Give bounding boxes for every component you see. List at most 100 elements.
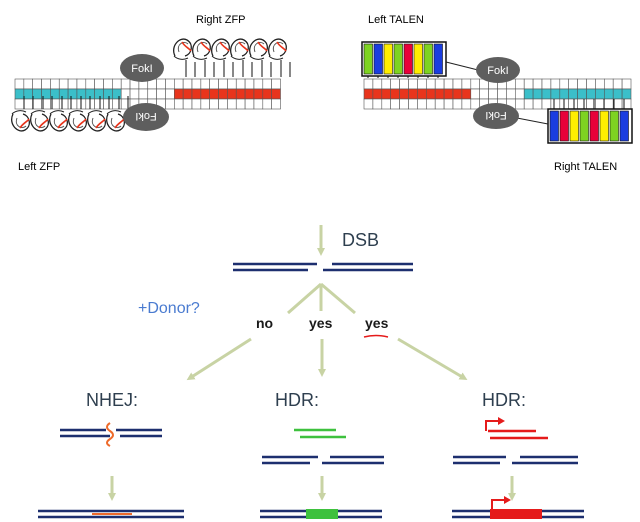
zfp-dna-cell — [191, 98, 202, 110]
talen-dna-cell — [497, 88, 507, 100]
zfp-dna-cell — [235, 88, 246, 100]
zfp-dna-cell — [244, 78, 255, 90]
talen-dna-cell — [390, 98, 400, 110]
zfp-fokl-top — [120, 54, 164, 82]
talen-dna-cell — [425, 88, 436, 100]
dsb-label: DSB — [342, 230, 379, 250]
talen-dna-cell — [425, 98, 436, 110]
talen-dna-cell — [390, 78, 400, 90]
dsb-broken-dna — [233, 262, 413, 272]
talen-dna-cell — [603, 88, 614, 100]
zfp-dna-cell — [227, 88, 237, 100]
zfp-dna-cell — [271, 88, 281, 100]
talen-dna-cell — [523, 78, 534, 90]
branch-no-label: no — [256, 315, 273, 331]
talen-dna-cell — [532, 78, 543, 90]
zfp-dna-cell — [200, 78, 211, 90]
talen-dna-cell — [443, 88, 454, 100]
hdr2-label: HDR: — [482, 390, 526, 410]
talen-dna-cell — [461, 98, 472, 110]
donor-question: +Donor? — [138, 300, 200, 317]
talen-fokl-top-label: FokI — [487, 65, 508, 77]
hdr1-label: HDR: — [275, 390, 319, 410]
talen-dna-cell — [514, 88, 525, 100]
talen-repeat — [373, 43, 383, 75]
zfp-dna-cell — [94, 98, 104, 110]
zfp-dna-cell — [94, 78, 104, 90]
zfp-dna-cell — [14, 78, 25, 90]
zfp-dna-cell — [271, 78, 281, 90]
green-insert — [306, 509, 338, 519]
zinc-finger — [68, 110, 87, 132]
zfp-fokl-bottom — [123, 103, 169, 131]
talen-dna-cell — [363, 78, 374, 90]
zfp-dna-cell — [103, 88, 113, 100]
talen-repeat — [363, 43, 373, 75]
talen-dna-cell — [425, 78, 436, 90]
zfp-dna-cell — [174, 78, 184, 90]
talen-dna-cell — [577, 78, 587, 90]
talen-repeat — [559, 110, 569, 142]
talen-dna-cell — [550, 88, 561, 100]
zfp-dna-cell — [103, 98, 113, 110]
talen-dna-cell — [577, 98, 587, 110]
talen-dna-cell — [488, 88, 498, 100]
zfp-dna-cell — [165, 98, 175, 110]
zfp-dna-cell — [218, 78, 228, 90]
talen-dna-cell — [541, 88, 552, 100]
zfp-dna-cell — [253, 88, 264, 100]
talen-dna-cell — [399, 78, 409, 90]
talen-dna-cell — [550, 78, 561, 90]
branch-no-line — [287, 282, 322, 315]
yes2-underline — [363, 334, 389, 338]
left-talen-linker — [445, 61, 479, 71]
talen-dna-cell — [452, 88, 463, 100]
zinc-finger — [211, 38, 230, 60]
talen-dna-cell — [595, 78, 605, 90]
talen-dna-cell — [541, 98, 552, 110]
nhej-outcome — [38, 422, 184, 519]
talen-dna-cell — [408, 78, 418, 90]
zfp-dna-cell — [182, 78, 193, 90]
zfp-dna-cell — [235, 78, 246, 90]
zinc-finger — [192, 38, 211, 60]
talen-dna-cell — [417, 78, 427, 90]
zfp-dna-cell — [120, 88, 131, 100]
right-talen-label: Right TALEN — [554, 161, 617, 173]
zfp-dna-cell — [67, 78, 78, 90]
talen-panel: FokI FokI Left TALEN Right TALEN — [361, 14, 633, 173]
zfp-dna-cell — [32, 88, 42, 100]
zinc-finger — [249, 38, 268, 60]
nhej-label: NHEJ: — [86, 390, 138, 410]
zfp-dna-cell — [67, 88, 78, 100]
talen-dna-cell — [434, 98, 445, 110]
talen-repeat — [579, 110, 589, 142]
talen-dna-cell — [372, 78, 383, 90]
zfp-dna-cell — [262, 98, 272, 110]
branch-yes2-label: yes — [365, 315, 389, 331]
red-insert — [490, 509, 542, 519]
talen-dna-cell — [595, 88, 605, 100]
zfp-dna-cell — [129, 88, 140, 100]
talen-dna-cell — [452, 78, 463, 90]
zfp-dna-cell — [23, 78, 34, 90]
zfp-dna-cell — [112, 98, 122, 110]
zinc-finger — [87, 110, 106, 132]
right-zfp-fingers — [173, 38, 291, 77]
zfp-dna-cell — [58, 88, 69, 100]
zfp-dna-cell — [23, 98, 34, 110]
talen-repeat — [423, 43, 433, 75]
arrow-to-nhej — [186, 337, 252, 381]
zfp-dna-cell — [209, 88, 219, 100]
talen-dna-cell — [381, 78, 391, 90]
talen-dna-cell — [417, 88, 427, 100]
talen-dna-cell — [417, 98, 427, 110]
zfp-dna-cell — [103, 78, 113, 90]
talen-dna-cell — [523, 88, 534, 100]
nhej-wavy-break — [106, 422, 114, 447]
talen-dna-cell — [434, 88, 445, 100]
talen-dna-cell — [532, 88, 543, 100]
zfp-dna-cell — [32, 78, 42, 90]
zfp-dna-cell — [58, 98, 69, 110]
zfp-dna-cell — [112, 78, 122, 90]
